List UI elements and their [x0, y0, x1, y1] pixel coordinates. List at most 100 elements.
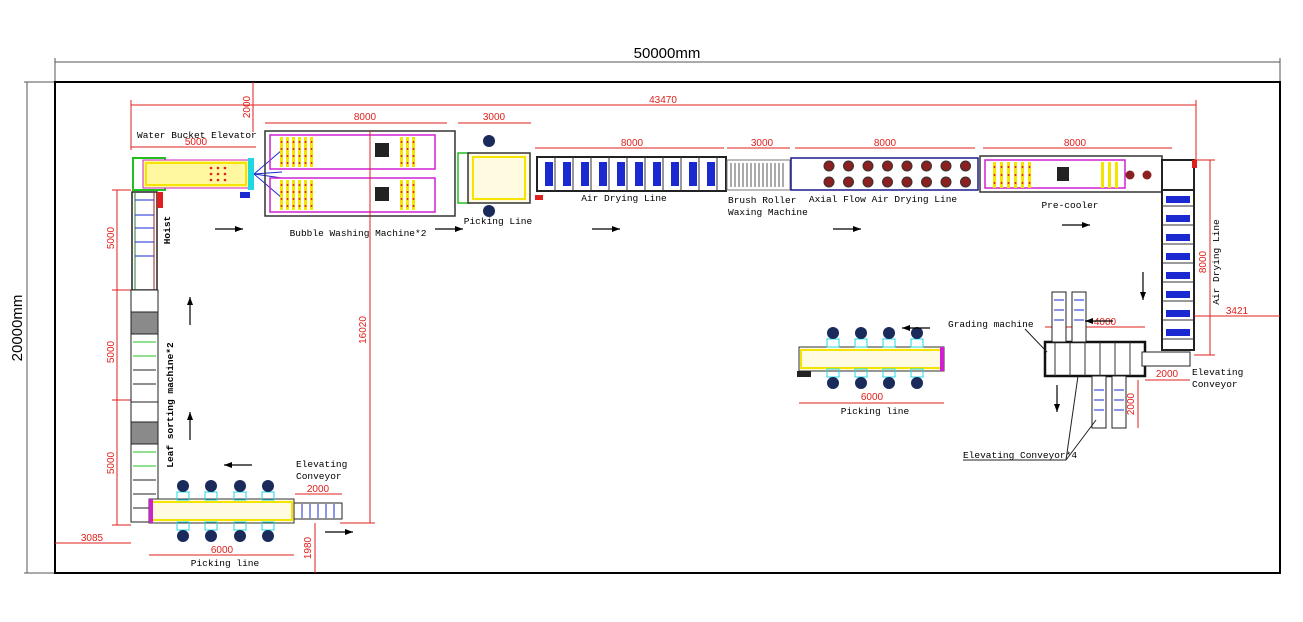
- air-drying-line-vertical[interactable]: 8000 Air Drying Line 3421: [1161, 159, 1280, 356]
- water-bucket-elevator-label: Water Bucket Elevator: [137, 130, 257, 141]
- roller-icon: [1166, 234, 1190, 241]
- picking-line-bottom[interactable]: 6000 Picking line: [148, 480, 295, 569]
- pre-cooler-pump-icon: [1057, 167, 1069, 181]
- left-segment-2-label: 5000: [106, 340, 117, 363]
- elevating-conveyor-bottom-label-2: Conveyor: [296, 471, 342, 482]
- bottom-clearance-dimensions: 3085 1980: [55, 523, 316, 573]
- grading-machine-length: 4000: [1094, 317, 1117, 328]
- leaf-sorting-machine[interactable]: Leaf sorting machine*2: [130, 289, 176, 523]
- picking-line-top[interactable]: 3000 Picking Line: [457, 112, 533, 227]
- elevating-conveyor-x4[interactable]: Elevating Conveyor*4: [963, 375, 1097, 461]
- hoist[interactable]: Hoist: [131, 191, 173, 291]
- picking-line-top-label: Picking Line: [464, 216, 533, 227]
- fan-icon: [1142, 170, 1152, 180]
- picking-line-bottom-length: 6000: [211, 545, 234, 556]
- roller-icon: [689, 162, 697, 186]
- bubble-washing-machine[interactable]: 8000 Bubble Washing Machine*2: [264, 112, 456, 239]
- roller-icon: [617, 162, 625, 186]
- workshop-boundary: [54, 81, 1281, 574]
- worker-icon: [883, 327, 895, 339]
- fan-icon: [882, 160, 893, 172]
- picking-line-middle-length: 6000: [861, 392, 884, 403]
- pre-cooler[interactable]: 8000 Pre-cooler: [979, 138, 1172, 211]
- worker-icon: [205, 480, 217, 492]
- roller-icon: [1166, 253, 1190, 260]
- roller-icon: [1166, 272, 1190, 279]
- worker-icon: [177, 480, 189, 492]
- roller-icon: [563, 162, 571, 186]
- fan-icon: [862, 176, 874, 188]
- worker-icon: [177, 530, 189, 542]
- roller-icon: [1166, 215, 1190, 222]
- fan-icon: [862, 160, 874, 172]
- top-offset-label: 2000: [242, 95, 253, 118]
- flow-arrows: [187, 222, 1146, 535]
- axial-flow-label: Axial Flow Air Drying Line: [809, 194, 958, 205]
- elevating-conveyor-right[interactable]: 2000 Elevating Conveyor 2000: [1126, 351, 1243, 428]
- roller-icon: [581, 162, 589, 186]
- leaf-sorting-machine-label: Leaf sorting machine*2: [165, 342, 176, 468]
- worker-icon: [911, 327, 923, 339]
- overall-height-label: 20000mm: [9, 295, 26, 362]
- air-drying-line[interactable]: 8000 Air Drying Line: [535, 138, 727, 204]
- elevating-conveyor-bottom-label-1: Elevating: [296, 459, 347, 470]
- worker-icon: [883, 377, 895, 389]
- total-length-label: 43470: [649, 95, 677, 106]
- worker-icon: [262, 480, 274, 492]
- pre-cooler-length: 8000: [1064, 138, 1087, 149]
- elevating-conveyor-right-length: 2000: [1156, 369, 1179, 380]
- worker-icon: [483, 205, 495, 217]
- axial-fans: [823, 160, 971, 188]
- worker-icon: [911, 377, 923, 389]
- fan-icon: [940, 176, 952, 188]
- picking-line-bottom-label: Picking line: [191, 558, 260, 569]
- elevating-conveyor-unit: [1071, 291, 1087, 343]
- roller-icon: [599, 162, 607, 186]
- fan-icon: [1125, 170, 1135, 180]
- water-bucket-elevator[interactable]: 5000 Water Bucket Elevator: [131, 130, 283, 199]
- elevating-conveyor-unit: [1091, 375, 1107, 429]
- water-bucket-elevator-length: 5000: [185, 137, 208, 148]
- roller-icon: [653, 162, 661, 186]
- left-segment-1-label: 5000: [106, 226, 117, 249]
- top-offset-dimension: 2000: [242, 82, 254, 132]
- overall-height-dimension: 20000mm: [9, 81, 55, 574]
- roller-icon: [1166, 196, 1190, 203]
- worker-icon: [234, 530, 246, 542]
- worker-icon: [827, 327, 839, 339]
- worker-icon: [855, 327, 867, 339]
- picking-line-middle[interactable]: 6000 Picking line: [797, 327, 945, 417]
- brush-roller-waxing-machine[interactable]: 3000 Brush Roller Waxing Machine: [726, 138, 808, 218]
- worker-icon: [855, 377, 867, 389]
- elevating-conveyor-unit: [1051, 291, 1067, 343]
- elevating-conveyor-right-label-1: Elevating: [1192, 367, 1243, 378]
- elevating-conveyor-x4-label: Elevating Conveyor*4: [963, 450, 1077, 461]
- left-segment-3-label: 5000: [106, 451, 117, 474]
- elevating-conveyor-bottom[interactable]: 2000 Elevating Conveyor: [293, 459, 347, 520]
- brush-roller-waxing-length: 3000: [751, 138, 774, 149]
- brush-roller-waxing-label-1: Brush Roller: [728, 195, 796, 206]
- roller-icon: [1166, 329, 1190, 336]
- washer-bubble-grids: [280, 137, 415, 210]
- worker-icon: [483, 135, 495, 147]
- fan-icon: [940, 160, 952, 172]
- bubble-washing-machine-label: Bubble Washing Machine*2: [290, 228, 427, 239]
- air-drying-line-label: Air Drying Line: [581, 193, 667, 204]
- hoist-label: Hoist: [162, 216, 173, 245]
- picking-line-middle-label: Picking line: [841, 406, 910, 417]
- roller-icon: [707, 162, 715, 186]
- washer-to-bottom-dimension: 16020: [340, 131, 375, 524]
- axial-flow-air-drying-line[interactable]: 8000 Axial Flow Air Drying Line: [790, 138, 979, 205]
- bubble-washing-machine-length: 8000: [354, 112, 377, 123]
- air-drying-rollers: [545, 157, 718, 191]
- grading-machine[interactable]: 4000 Grading machine: [948, 291, 1147, 429]
- air-drying-vertical-length: 8000: [1198, 250, 1209, 273]
- fan-icon: [960, 160, 971, 172]
- fan-icon: [921, 160, 932, 172]
- fan-icon: [823, 160, 835, 172]
- fan-icon: [843, 176, 854, 188]
- fan-icon: [960, 176, 971, 188]
- fan-icon: [901, 160, 913, 172]
- picking-line-top-length: 3000: [483, 112, 506, 123]
